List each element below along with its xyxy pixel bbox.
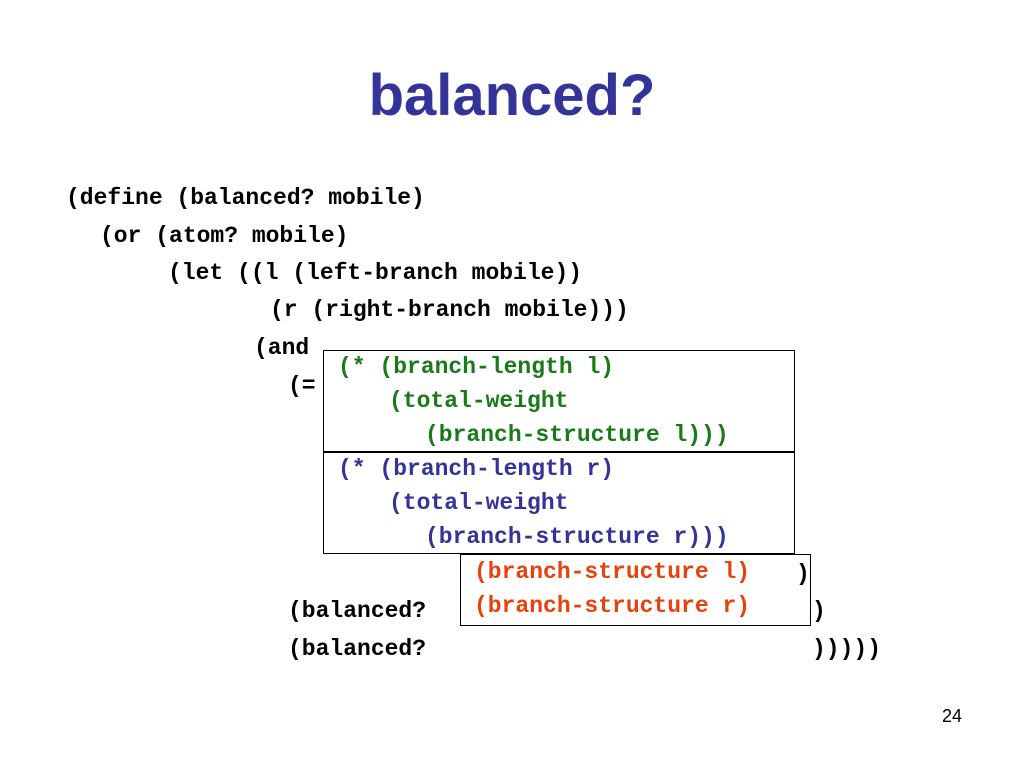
right-box-line-2: (total-weight [389,490,569,516]
struct-box-line-1: (branch-structure l) [474,559,751,585]
code-line-balanced-l: (balanced? [288,598,427,624]
code-line-define: (define (balanced? mobile) [66,185,425,211]
left-box-line-2: (total-weight [389,388,569,414]
struct-box-overlap-paren: ) [796,561,810,587]
right-box-line-3: (branch-structure r))) [425,524,729,550]
code-line-or: (or (atom? mobile) [100,223,349,249]
left-box-line-1: (* (branch-length l) [338,354,615,380]
code-line-let: (let ((l (left-branch mobile)) [168,260,583,286]
right-branch-box: (* (branch-length r) (total-weight (bran… [323,452,795,554]
struct-box-line-2: (branch-structure r) [474,593,751,619]
code-line-r-binding: (r (right-branch mobile))) [270,297,629,323]
page-number: 24 [941,706,962,726]
code-line-balanced-r-close: ))))) [812,636,882,662]
code-line-equals: (= [288,373,316,399]
code-line-and: (and [254,335,310,361]
left-branch-box: (* (branch-length l) (total-weight (bran… [323,350,795,452]
right-box-line-1: (* (branch-length r) [338,456,615,482]
slide-title: balanced? [368,63,656,128]
code-line-balanced-l-close: ) [812,598,826,624]
branch-structure-box: (branch-structure l) (branch-structure r… [460,554,811,626]
code-line-balanced-r: (balanced? [288,636,427,662]
left-box-line-3: (branch-structure l))) [425,422,729,448]
